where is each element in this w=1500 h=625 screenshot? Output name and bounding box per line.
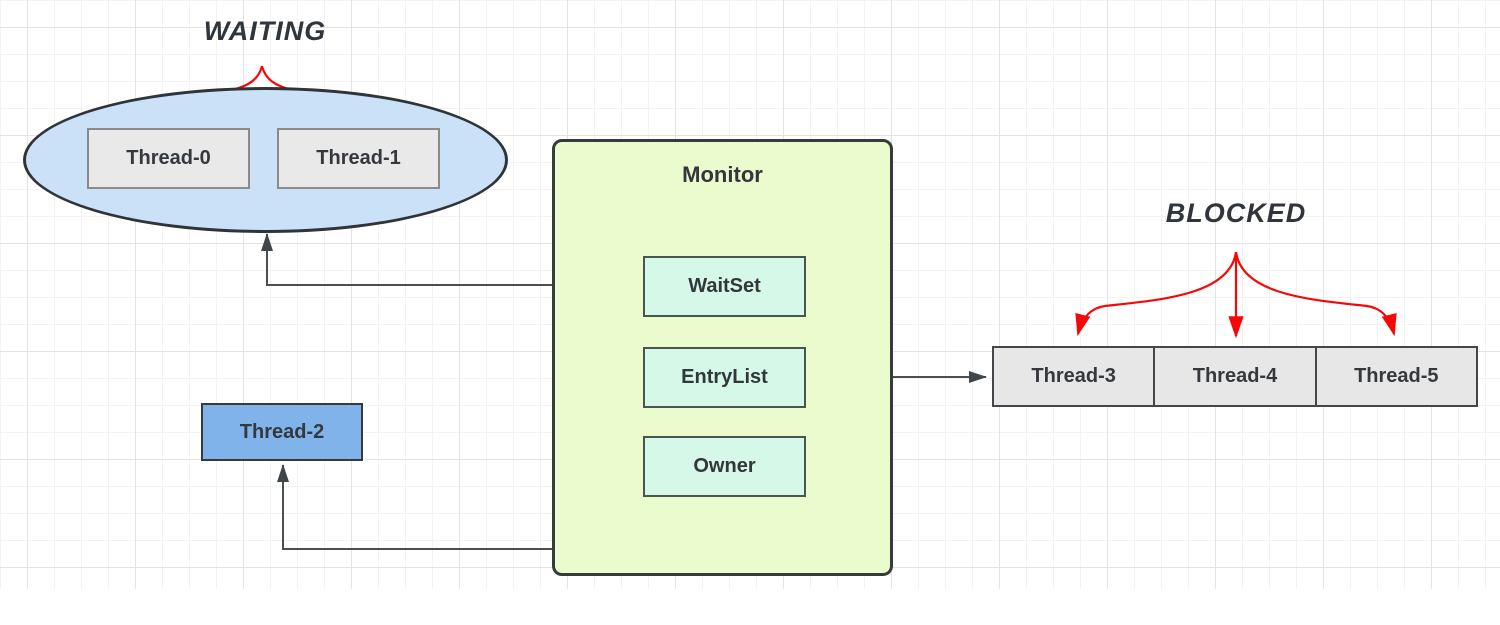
thread-1-node: Thread-1 <box>277 128 440 189</box>
thread-0-label: Thread-0 <box>126 147 211 169</box>
connector-waitset-to-waiting <box>261 233 643 286</box>
thread-5-node: Thread-5 <box>1314 348 1476 405</box>
owner-label: Owner <box>693 455 756 477</box>
monitor-title: Monitor <box>682 162 763 187</box>
monitor-container: Monitor WaitSet EntryList Owner <box>552 139 893 576</box>
thread-4-node: Thread-4 <box>1153 348 1314 405</box>
blocked-thread-row: Thread-3 Thread-4 Thread-5 <box>992 346 1478 407</box>
waitset-label: WaitSet <box>688 275 761 297</box>
thread-2-label: Thread-2 <box>239 420 325 443</box>
entrylist-label: EntryList <box>681 366 768 388</box>
thread-4-label: Thread-4 <box>1192 365 1278 387</box>
thread-3-label: Thread-3 <box>1031 365 1116 387</box>
thread-1-label: Thread-1 <box>316 147 401 169</box>
waiting-state-label: WAITING <box>203 16 327 46</box>
thread-3-node: Thread-3 <box>994 348 1153 405</box>
monitor-entrylist-node: EntryList <box>643 347 806 408</box>
blocked-fork-arrows <box>1075 251 1397 339</box>
thread-0-node: Thread-0 <box>87 128 250 189</box>
thread-5-label: Thread-5 <box>1354 365 1439 387</box>
monitor-owner-node: Owner <box>643 436 806 497</box>
monitor-waitset-node: WaitSet <box>643 256 806 317</box>
blocked-state-label: BLOCKED <box>1165 198 1307 228</box>
thread-2-node: Thread-2 <box>201 403 363 461</box>
